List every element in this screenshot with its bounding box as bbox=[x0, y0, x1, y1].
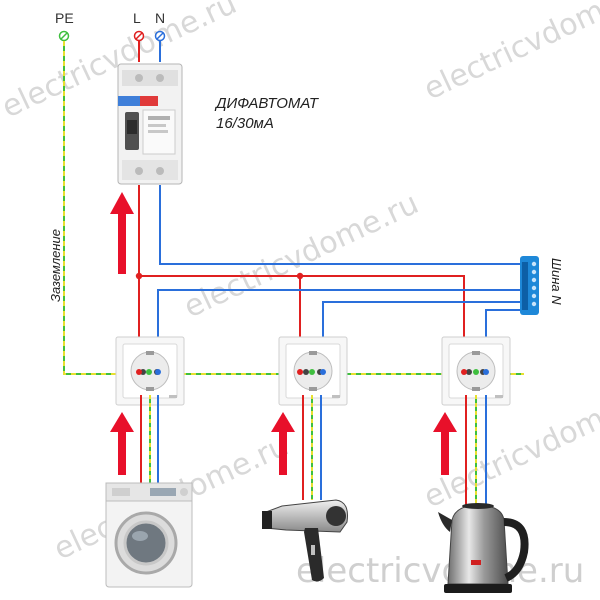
washing-machine-icon bbox=[105, 482, 193, 588]
arrow-up-icon bbox=[433, 412, 457, 475]
terminal-screws bbox=[58, 30, 166, 42]
rcbo-rating: 16/30мА bbox=[216, 115, 274, 132]
watermark: electricvdome.ru bbox=[419, 0, 600, 107]
neutral-wire bbox=[157, 41, 532, 372]
terminal-label-pe: PE bbox=[55, 10, 74, 26]
arrow-up-icon bbox=[271, 412, 295, 475]
arrow-up-icon bbox=[110, 192, 134, 274]
rcbo-title: ДИФАВТОМАТ bbox=[214, 95, 320, 112]
rcbo-breaker bbox=[117, 63, 183, 185]
arrows bbox=[110, 192, 457, 475]
ground-label: Заземление bbox=[48, 229, 63, 302]
arrow-up-icon bbox=[110, 412, 134, 475]
socket-terminals bbox=[136, 369, 489, 375]
watermark: electricvdome.ru bbox=[296, 551, 584, 591]
watermark: electricvdome.ru bbox=[179, 186, 424, 325]
electric-kettle-icon bbox=[438, 503, 529, 593]
terminal-label-n: N bbox=[155, 10, 165, 26]
n-bus-label: Шина N bbox=[549, 258, 564, 305]
ground-wire bbox=[63, 41, 524, 375]
terminal-label-l: L bbox=[133, 10, 141, 26]
appliance-cords bbox=[140, 395, 487, 505]
hair-dryer-icon bbox=[262, 499, 348, 582]
phase-junctions bbox=[135, 272, 304, 280]
n-bus-bar bbox=[520, 256, 539, 315]
